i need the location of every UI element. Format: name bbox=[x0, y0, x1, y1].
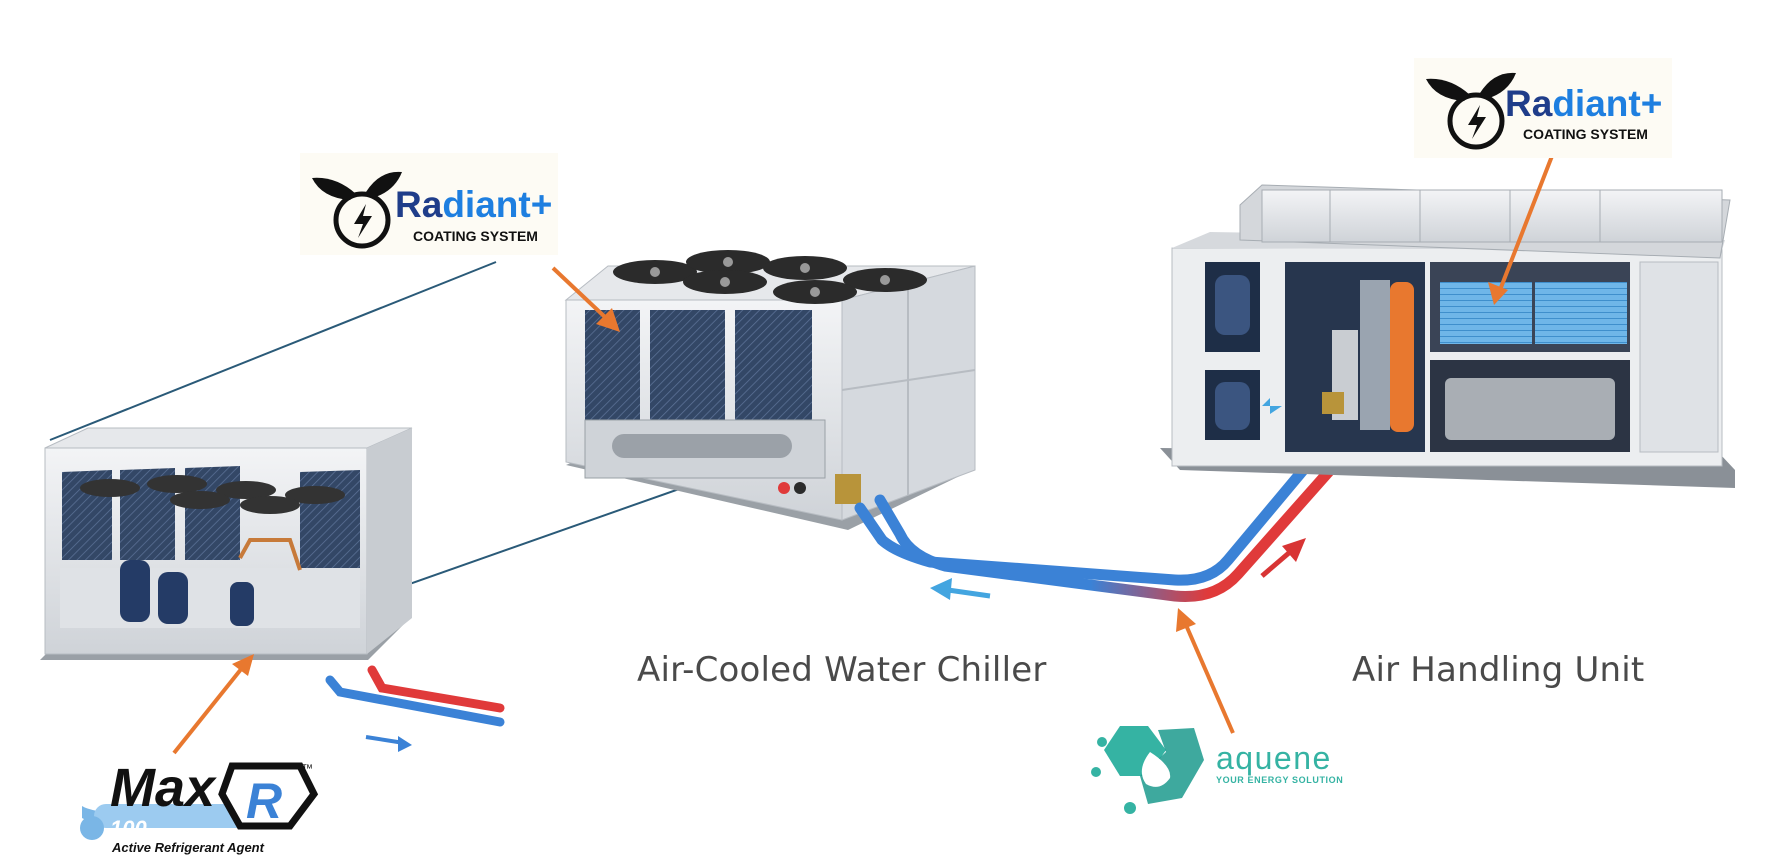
flow-arrow-supply bbox=[1260, 538, 1306, 578]
fan-icon bbox=[80, 475, 345, 514]
aquene-hexagon-icon bbox=[1091, 726, 1204, 814]
radiant-title-rest: diant+ bbox=[1552, 83, 1662, 124]
leaf-bolt-icon bbox=[312, 171, 402, 249]
aquene-tagline: YOUR ENERGY SOLUTION bbox=[1216, 775, 1343, 785]
maxr-logo: Max R ™ 100 Active Refrigerant Agent bbox=[80, 758, 319, 855]
leaf-bolt-icon bbox=[1426, 72, 1516, 150]
svg-text:Radiant+: Radiant+ bbox=[1505, 83, 1662, 124]
maxr-name: Max bbox=[110, 758, 217, 818]
small-chiller-unit bbox=[40, 427, 505, 752]
air-handling-unit bbox=[1160, 184, 1735, 488]
aquene-logo: aquene YOUR ENERGY SOLUTION bbox=[1091, 726, 1343, 814]
fan-icon bbox=[613, 250, 927, 304]
flow-arrow-small bbox=[365, 735, 412, 752]
radiant-logo-left: Radiant+ COATING SYSTEM bbox=[300, 153, 558, 255]
callout-lines bbox=[49, 261, 717, 599]
radiant-subtitle: COATING SYSTEM bbox=[1523, 126, 1648, 142]
radiant-title-ra: Ra bbox=[395, 184, 443, 225]
aquene-name: aquene bbox=[1216, 740, 1332, 776]
maxr-number: 100 bbox=[110, 816, 147, 841]
chiller-caption: Air-Cooled Water Chiller bbox=[637, 650, 1047, 690]
chiller-unit bbox=[564, 250, 976, 530]
radiant-title-ra: Ra bbox=[1505, 83, 1553, 124]
svg-text:Radiant+: Radiant+ bbox=[395, 184, 552, 225]
radiant-title-rest: diant+ bbox=[442, 184, 552, 225]
maxr-letter: R bbox=[246, 773, 282, 829]
radiant-logo-right: Radiant+ COATING SYSTEM bbox=[1414, 58, 1672, 158]
flow-arrow-return bbox=[930, 578, 991, 600]
pointer-arrows bbox=[172, 155, 1554, 755]
ahu-caption: Air Handling Unit bbox=[1352, 650, 1645, 690]
maxr-tagline: Active Refrigerant Agent bbox=[111, 840, 265, 855]
radiant-subtitle: COATING SYSTEM bbox=[413, 228, 538, 244]
compressor-icon bbox=[120, 560, 254, 626]
maxr-trademark: ™ bbox=[302, 763, 313, 775]
